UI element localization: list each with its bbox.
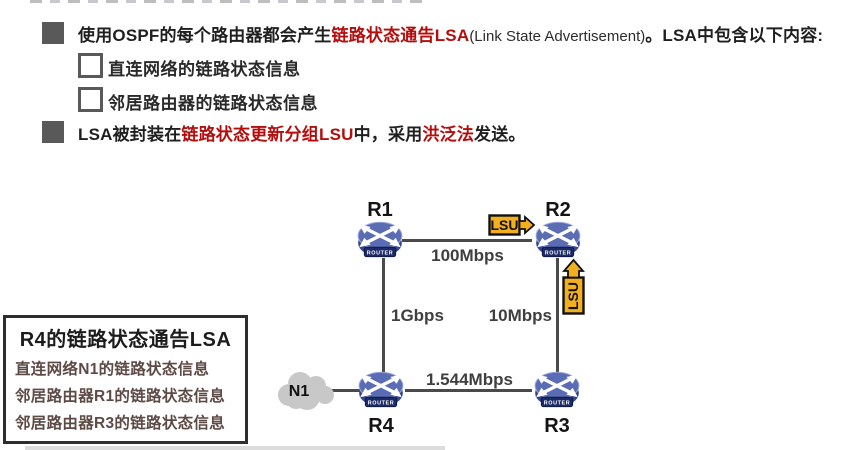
bullet-square-icon — [42, 121, 64, 143]
link-r1-r2 — [402, 239, 532, 242]
info-box-line: 邻居路由器R3的链路状态信息 — [15, 415, 226, 432]
router-node-r1: R1 ROUTER — [350, 200, 410, 266]
router-caption: ROUTER — [368, 401, 395, 407]
bullet2-highlight2: 洪泛法 — [422, 125, 475, 144]
link-label-1544mbps: 1.544Mbps — [426, 370, 513, 389]
sub-item-1: 直连网络的链路状态信息 — [108, 60, 301, 79]
link-r1-r4 — [382, 258, 385, 374]
router-name: R1 — [367, 199, 393, 221]
network-cloud: N1 — [278, 372, 334, 410]
router-icon: ROUTER — [534, 371, 580, 408]
router-name: R2 — [545, 199, 571, 221]
router-name: R4 — [368, 415, 394, 437]
router-icon: ROUTER — [357, 221, 403, 258]
link-label-1gbps: 1Gbps — [391, 306, 444, 325]
router-node-r4: ROUTER R4 — [351, 371, 411, 437]
link-label-100mbps: 100Mbps — [431, 246, 504, 265]
lsu-packet-vertical: LSU — [562, 258, 585, 315]
lsu-packet-horizontal: LSU — [488, 214, 536, 236]
router-node-r3: ROUTER R3 — [527, 371, 587, 437]
checkbox-icon — [78, 87, 103, 112]
bullet1-pre: 使用OSPF的每个路由器都会产生 — [78, 26, 332, 45]
sub-item-2: 邻居路由器的链路状态信息 — [108, 94, 318, 113]
link-r4-r3 — [405, 389, 532, 392]
bullet-line-2: LSA被封装在链路状态更新分组LSU中，采用洪泛法发送。 — [78, 120, 526, 145]
lsu-label: LSU — [491, 217, 519, 233]
router-caption: ROUTER — [367, 251, 394, 257]
bullet2-mid: 中，采用 — [353, 125, 423, 144]
lsu-label: LSU — [565, 282, 581, 310]
cloud-label: N1 — [289, 383, 310, 400]
link-r2-r3 — [556, 258, 559, 374]
bullet1-post: 。LSA中包含以下内容: — [645, 26, 824, 45]
router-name: R3 — [544, 415, 570, 437]
bottom-edge-strip — [25, 446, 445, 450]
link-n1-r4 — [318, 389, 360, 392]
bullet2-pre: LSA被封装在 — [78, 125, 182, 144]
bullet-square-icon — [42, 22, 64, 44]
bullet2-post: 发送。 — [474, 125, 526, 144]
bullet-line-1: 使用OSPF的每个路由器都会产生链路状态通告LSA(Link State Adv… — [78, 21, 823, 46]
bullet1-paren: (Link State Advertisement) — [469, 28, 646, 45]
cropped-text-remnant — [30, 0, 430, 3]
router-node-r2: R2 ROUTER — [528, 200, 588, 266]
info-box-line: 邻居路由器R1的链路状态信息 — [15, 388, 226, 405]
router-icon: ROUTER — [535, 221, 581, 258]
router-icon: ROUTER — [358, 371, 404, 408]
router-caption: ROUTER — [545, 251, 572, 257]
router-caption: ROUTER — [544, 401, 571, 407]
bullet1-highlight: 链路状态通告LSA — [331, 26, 470, 45]
lsa-info-box: R4的链路状态通告LSA 直连网络N1的链路状态信息 邻居路由器R1的链路状态信… — [3, 315, 248, 444]
info-box-title: R4的链路状态通告LSA — [19, 329, 232, 351]
checkbox-icon — [78, 53, 103, 78]
link-label-10mbps: 10Mbps — [488, 306, 552, 325]
info-box-line: 直连网络N1的链路状态信息 — [15, 361, 210, 378]
bullet2-highlight1: 链路状态更新分组LSU — [181, 125, 354, 144]
